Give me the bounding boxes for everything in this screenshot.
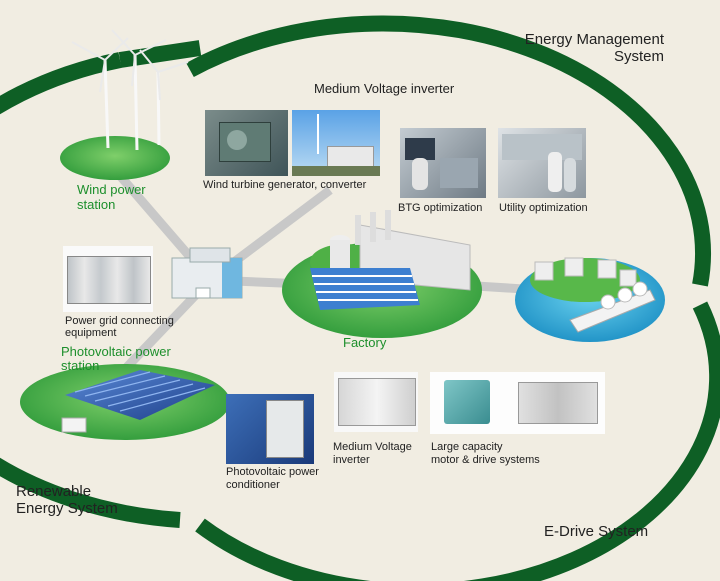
converter-photo <box>292 110 380 176</box>
pv-station-graphic <box>20 364 230 440</box>
pv-conditioner-caption: Photovoltaic power conditioner <box>226 466 319 491</box>
medium-voltage-inverter-heading: Medium Voltage inverter <box>314 81 455 96</box>
large-motor-drive-photo <box>430 372 605 434</box>
factory-label: Factory <box>343 335 387 350</box>
energy-management-system-label: Energy Management System <box>524 31 664 66</box>
mv-inverter-caption: Medium Voltage inverter <box>333 441 412 466</box>
substation-graphic <box>171 247 243 299</box>
power-grid-equipment-caption: Power grid connecting equipment <box>65 315 174 340</box>
harbor-graphic <box>515 257 665 342</box>
edrive-system-label: E-Drive System <box>544 523 649 540</box>
wind-power-station-label: Wind power station <box>77 182 146 212</box>
photovoltaic-station-label: Photovoltaic power station <box>61 344 171 374</box>
wind-turbine-generator-caption: Wind turbine generator, converter <box>203 179 367 191</box>
utility-optimization-caption: Utility optimization <box>499 202 588 214</box>
system-ring <box>0 15 720 581</box>
renewable-energy-system-label: Renewable Energy System <box>16 483 118 518</box>
large-motor-drive-caption: Large capacity motor & drive systems <box>431 441 540 466</box>
pv-conditioner-photo <box>226 394 314 464</box>
btg-optimization-photo <box>400 128 486 198</box>
factory-graphic <box>282 210 482 338</box>
power-grid-equipment-photo <box>63 246 153 312</box>
btg-optimization-caption: BTG optimization <box>398 202 483 214</box>
utility-optimization-photo <box>498 128 586 198</box>
wind-station-graphic <box>60 29 189 180</box>
wind-generator-photo <box>205 110 288 176</box>
mv-inverter-photo <box>334 372 418 432</box>
